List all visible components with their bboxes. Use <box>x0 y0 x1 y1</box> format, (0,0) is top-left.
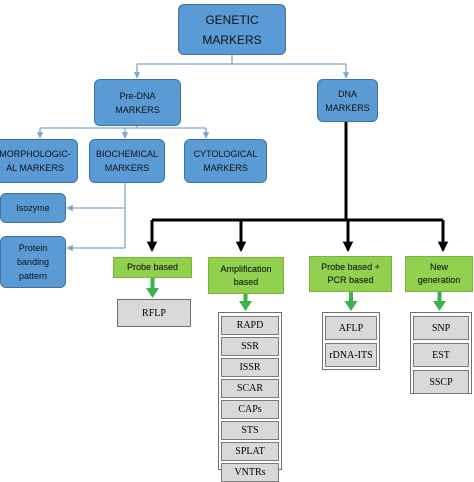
new-generation-techniques-list: SNP EST SSCP <box>410 312 472 394</box>
node-dna-markers[interactable]: DNA MARKERS <box>317 79 378 122</box>
technique-snp[interactable]: SNP <box>413 316 469 340</box>
category-amplification-based[interactable]: Amplification based <box>208 257 284 294</box>
probe-pcr-techniques-list: AFLP rDNA-ITS <box>322 312 380 370</box>
technique-est[interactable]: EST <box>413 343 469 367</box>
technique-rapd[interactable]: RAPD <box>221 316 279 335</box>
category-probe-based[interactable]: Probe based <box>113 257 192 278</box>
node-cytological-markers[interactable]: CYTOLOGICAL MARKERS <box>184 139 267 183</box>
technique-ssr[interactable]: SSR <box>221 337 279 356</box>
technique-splat[interactable]: SPLAT <box>221 442 279 461</box>
node-isozyme[interactable]: Isozyme <box>0 193 66 223</box>
dna-connectors <box>146 122 449 253</box>
technique-scar[interactable]: SCAR <box>221 379 279 398</box>
technique-sscp[interactable]: SSCP <box>413 370 469 394</box>
technique-issr[interactable]: ISSR <box>221 358 279 377</box>
node-pre-dna-markers[interactable]: Pre-DNA MARKERS <box>94 79 181 126</box>
technique-caps[interactable]: CAPs <box>221 400 279 419</box>
pre-dna-connectors <box>36 126 210 139</box>
category-probe-pcr-based[interactable]: Probe based + PCR based <box>309 256 392 292</box>
node-genetic-markers[interactable]: GENETIC MARKERS <box>178 4 286 55</box>
technique-aflp[interactable]: AFLP <box>325 316 377 340</box>
top-level-connectors <box>133 55 350 79</box>
green-arrow-new-generation <box>433 292 446 311</box>
technique-vntrs[interactable]: VNTRs <box>221 463 279 482</box>
node-protein-banding-pattern[interactable]: Protein banding pattern <box>0 236 66 288</box>
biochemical-connectors <box>66 183 126 252</box>
green-arrow-amplification <box>239 294 252 311</box>
technique-rflp[interactable]: RFLP <box>117 299 191 327</box>
green-arrow-probe-pcr <box>344 292 358 311</box>
green-arrows <box>146 278 446 311</box>
technique-rdna-its[interactable]: rDNA-ITS <box>325 343 377 367</box>
amplification-techniques-list: RAPD SSR ISSR SCAR CAPs STS SPLAT VNTRs <box>218 312 282 482</box>
green-arrow-probe <box>146 278 159 298</box>
technique-sts[interactable]: STS <box>221 421 279 440</box>
node-morphological-markers[interactable]: MORPHOLOGIC- AL MARKERS <box>0 139 78 183</box>
node-biochemical-markers[interactable]: BIOCHEMICAL MARKERS <box>89 139 165 183</box>
category-new-generation[interactable]: New generation <box>405 256 473 292</box>
